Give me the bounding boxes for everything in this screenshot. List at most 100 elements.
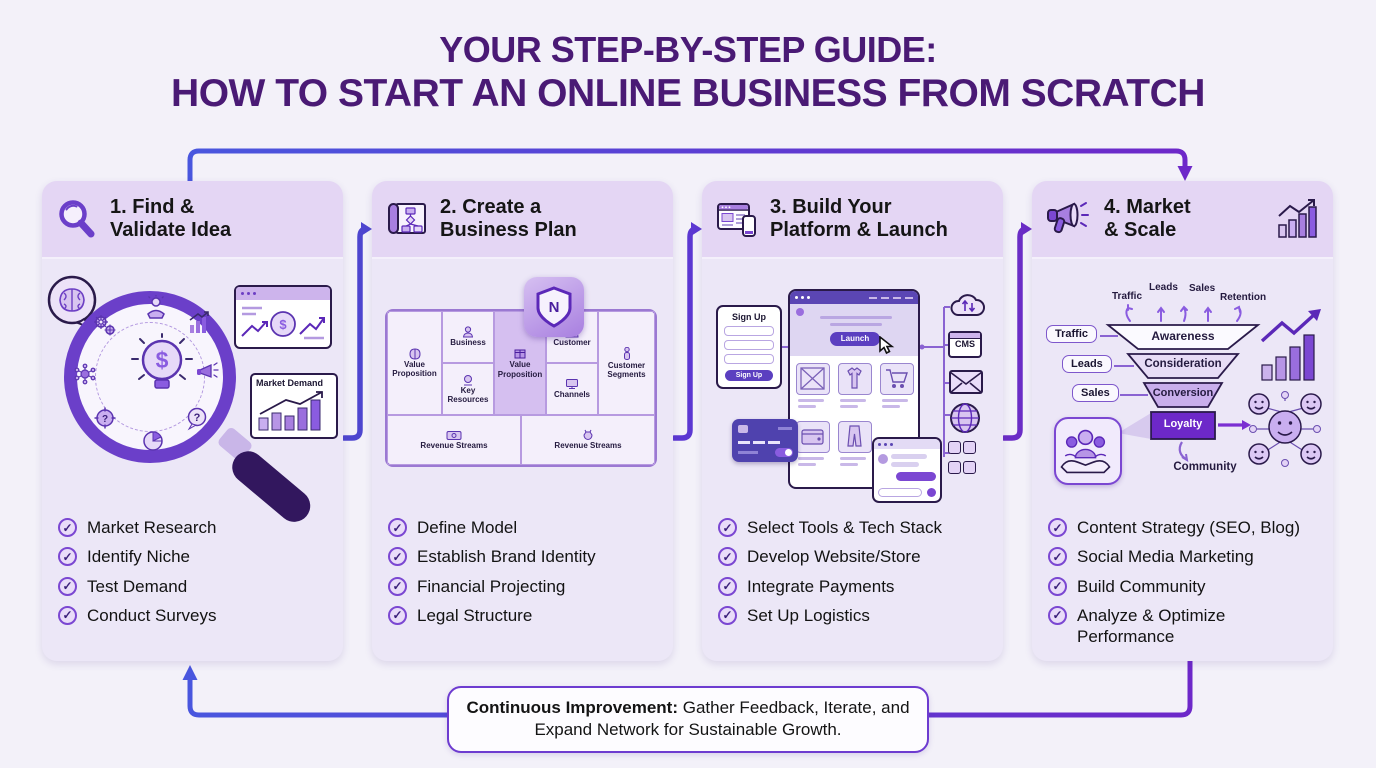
step-card-4: 4. Market & Scale [1032,181,1333,661]
svg-text:$: $ [156,347,169,373]
chat-input [878,488,922,497]
funnel-top-label-retention: Retention [1220,292,1267,303]
page-title: YOUR STEP-BY-STEP GUIDE: HOW TO START AN… [0,28,1376,118]
check-icon: ✓ [388,576,407,596]
funnel-level-conversion: Conversion [1152,387,1214,399]
banknote-icon [446,430,462,440]
chat-titlebar [874,439,940,449]
card-name-line [738,451,758,454]
product-text-line [882,399,908,402]
site-logo [796,308,804,316]
step-card-2: 2. Create a Business Plan Value Proposit… [372,181,673,661]
check-icon: ✓ [1048,547,1067,567]
check-icon: ✓ [718,576,737,596]
product-text-line [798,463,816,466]
title-line-2: HOW TO START AN ONLINE BUSINESS FROM SCR… [171,72,1205,116]
step1-checklist: ✓Market Research ✓Identify Niche ✓Test D… [42,511,343,634]
product-text-line [840,457,866,460]
social-icon [963,441,976,454]
check-icon: ✓ [1048,605,1067,625]
title-line-1: YOUR STEP-BY-STEP GUIDE: [439,29,937,70]
product-text-line [840,463,858,466]
banner-text: Gather Feedback, Iterate, and Expand Net… [534,698,910,740]
top-loop-arrow [187,148,1188,185]
check-icon: ✓ [1048,518,1067,537]
product-text-line [882,405,900,408]
step4-checklist: ✓Content Strategy (SEO, Blog) ✓Social Me… [1032,511,1333,655]
svg-text:?: ? [102,414,108,425]
signup-input [724,340,774,350]
product-tile-shirt [838,363,872,395]
canvas-cell-revenue-left: Revenue Streams [387,415,521,465]
step3-checklist: ✓Select Tools & Tech Stack ✓Develop Webs… [702,511,1003,634]
hand-idea-icon [147,295,165,319]
step4-header: 4. Market & Scale [1032,181,1333,259]
market-demand-card: Market Demand [250,373,338,439]
step3-header: 3. Build Your Platform & Launch [702,181,1003,259]
funnel-side-label-leads: Leads [1062,355,1112,373]
signup-input [724,354,774,364]
pie-chart-icon [143,431,163,451]
chat-bubble [891,462,919,467]
idea-orbit [95,322,205,432]
browser-phone-icon [717,203,756,237]
market-demand-chart [258,391,323,431]
funnel-graphics [1100,304,1322,467]
magnifier-icon [59,200,95,238]
card-digits [753,441,765,444]
list-item: ✓Financial Projecting [388,576,665,597]
business-model-canvas: Value Proposition Business Key Resources… [385,309,657,467]
funnel-side-label-traffic: Traffic [1046,325,1098,343]
step1-illustration: $ [42,261,343,529]
list-item: ✓Content Strategy (SEO, Blog) [1048,517,1325,538]
list-item: ✓Conduct Surveys [58,605,335,626]
continuous-improvement-banner: Continuous Improvement: Gather Feedback,… [447,686,929,753]
canvas-cell-value-prop-left: Value Proposition [387,311,442,415]
product-tile-cart [880,363,914,395]
step3-to-step4-arrow [1001,226,1029,441]
credit-card [732,419,798,462]
resources-icon [464,374,472,386]
storefront-window: Launch [788,289,920,489]
funnel-top-label-traffic: Traffic [1112,291,1143,302]
check-icon: ✓ [388,518,407,537]
email-icon [949,370,983,394]
canvas-cell-key-resources: Key Resources [442,363,494,415]
list-item: ✓Set Up Logistics [718,605,995,626]
brand-shield-badge: N [524,277,584,337]
payment-toggle [775,448,793,457]
check-icon: ✓ [58,547,77,567]
step-card-1: 1. Find & Validate Idea $ [42,181,343,661]
list-item: ✓Social Media Marketing [1048,546,1325,567]
product-text-line [840,399,866,402]
box-icon [514,349,526,359]
list-item: ✓Establish Brand Identity [388,546,665,567]
canvas-cell-customer-segments: Customer Segments [598,311,655,415]
integration-connectors [782,306,950,457]
list-item: ✓Legal Structure [388,605,665,626]
growth-mini-icon [189,311,209,333]
blueprint-icon [388,203,426,234]
check-icon: ✓ [718,518,737,537]
check-icon: ✓ [58,518,77,537]
check-icon: ✓ [718,605,737,625]
funnel-level-loyalty: Loyalty [1163,418,1203,430]
money-bag-icon [583,430,593,441]
step1-title: 1. Find & Validate Idea [110,196,232,241]
list-item: ✓Identify Niche [58,546,335,567]
svg-text:$: $ [279,317,287,332]
product-tile-image [796,363,830,395]
social-icon [963,461,976,474]
signup-form: Sign Up Sign Up [716,305,782,389]
launch-button: Launch [830,332,880,346]
check-icon: ✓ [388,547,407,567]
community-care-badge [1054,417,1122,485]
card-line [778,427,792,430]
card-digits [768,441,780,444]
step2-checklist: ✓Define Model ✓Establish Brand Identity … [372,511,673,634]
person-icon [462,326,474,338]
standing-person-icon [623,346,630,360]
analytics-content: $ [241,306,325,340]
check-icon: ✓ [58,576,77,596]
product-text-line [798,457,824,460]
